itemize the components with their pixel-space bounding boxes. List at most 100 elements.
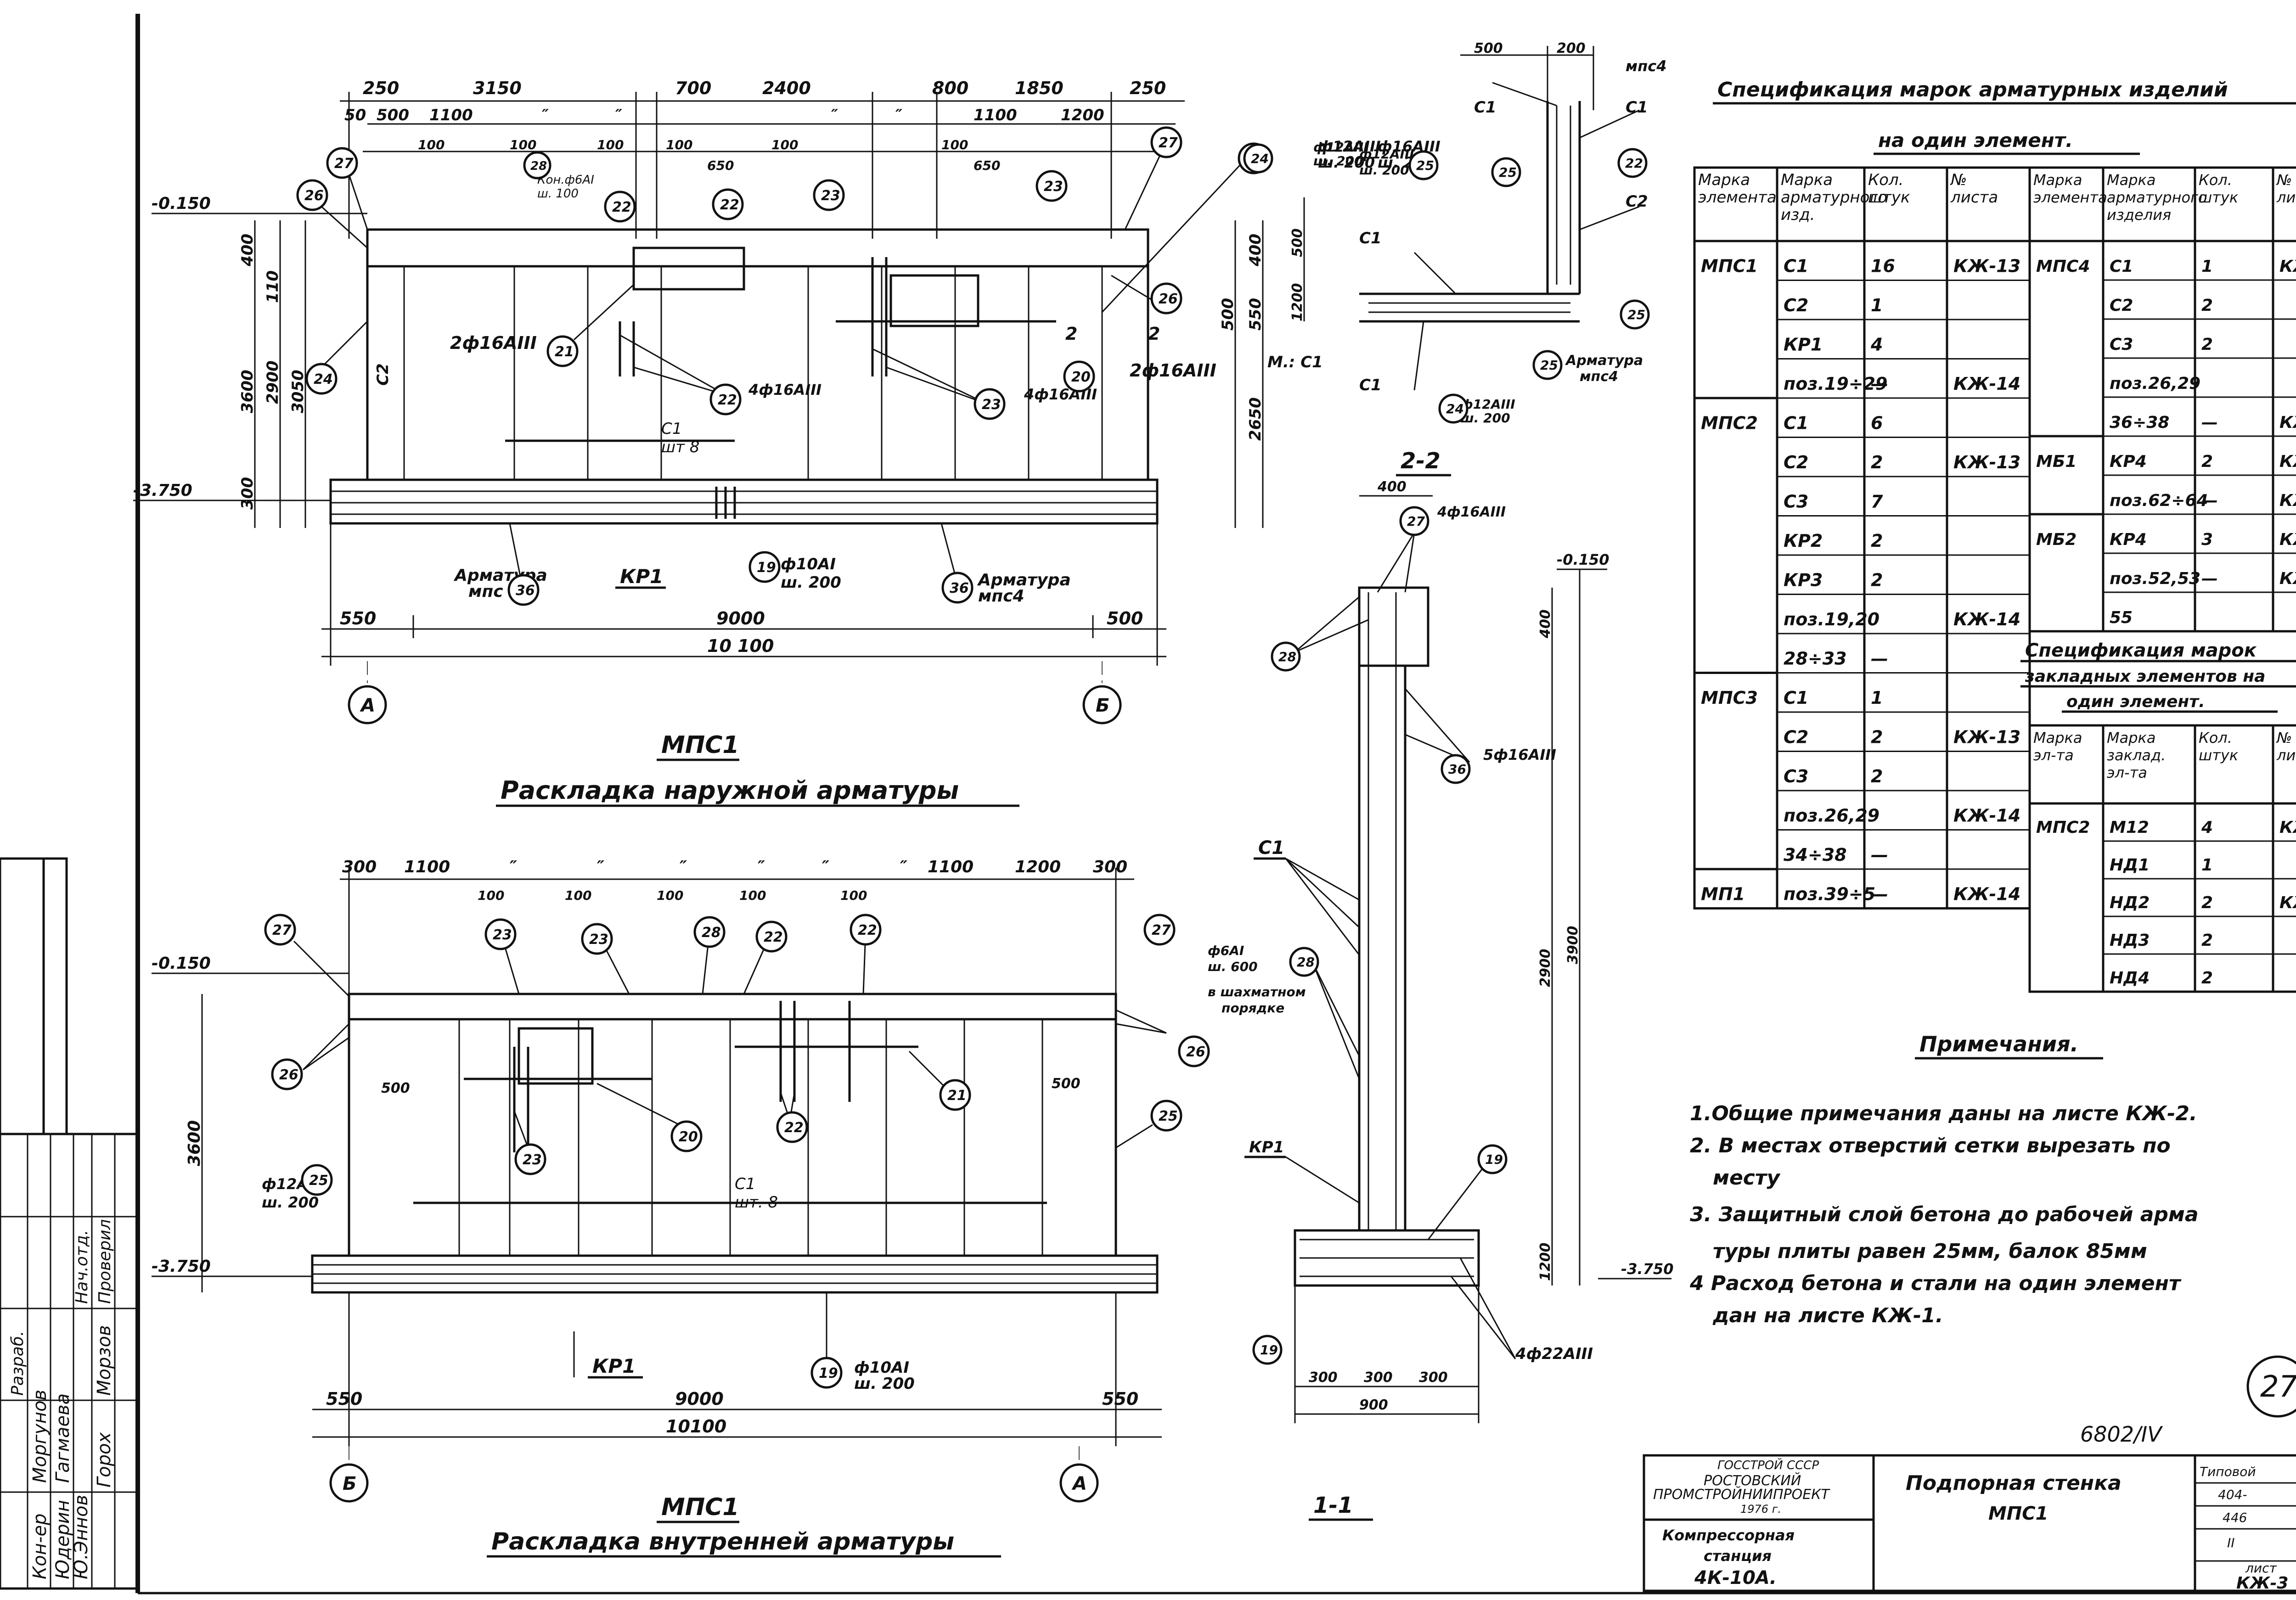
stamp-org4: 1976 г. (1740, 1503, 1781, 1516)
section-22-bar-a: ф6АI (1208, 943, 1244, 958)
dim-small-7: 100 (666, 137, 692, 152)
dim-small-5: 650 (974, 158, 1000, 173)
callout-26b: 26 (1159, 291, 1178, 307)
table-header-cell: листа (1950, 188, 1998, 207)
stamp-ref4: II (2227, 1535, 2235, 1550)
label-kr1: КР1 (620, 565, 663, 588)
mps4-bar-a: ф12АIII (1313, 140, 1368, 155)
table-cell: КЖ-14 (2279, 569, 2296, 588)
table-header-cell: Марка (2107, 729, 2155, 747)
table-cell: КЖ-14 (2279, 413, 2296, 432)
table-header-cell: листа (2276, 189, 2296, 206)
dim-second-0: 50 (344, 106, 366, 124)
section-callout-28b: 28 (1297, 954, 1315, 970)
callout-19: 19 (757, 560, 776, 576)
section-22-dim-middle: 2900 (1537, 949, 1553, 988)
table-cell: НД4 (2110, 969, 2150, 988)
dim-b-small-4: 100 (840, 888, 867, 903)
dim-small-6: 100 (941, 137, 968, 152)
table-cell: С2 (1784, 452, 1808, 472)
table-header-cell: элемента (2033, 189, 2107, 206)
table-cell: поз.19÷29 (1784, 374, 1887, 394)
table-cell: КЖ-13 (1953, 256, 2020, 276)
table-cell: 1 (2201, 856, 2213, 875)
view-outer-reinforcement: 250 3150 700 2400 800 1850 250 50 500 11… (133, 78, 1441, 807)
table-cell: КЖ-14 (1953, 806, 2020, 826)
table-cell: 7 (1871, 492, 1883, 512)
dim-left-2: 3600 (238, 370, 257, 413)
spec-embedded-title: Спецификация марок (2025, 640, 2257, 661)
table-cell: КЖ-13 (2279, 452, 2296, 471)
table-cell: М12 (2110, 818, 2149, 837)
mps4-bar-e: ф12АIII (1460, 397, 1515, 412)
mps4-dim-0: 500 (1474, 40, 1503, 56)
dim-right-3: 2650 (1246, 397, 1265, 441)
section-callout-28: 28 (1278, 649, 1296, 664)
stamp-name-1: Юдерин (52, 1500, 73, 1579)
stamp-title1: Подпорная стенка (1906, 1471, 2122, 1495)
callout-b-19: 19 (819, 1365, 838, 1381)
note-line-6: 4 Расход бетона и стали на один элемент (1689, 1272, 2182, 1295)
table-header-cell: изделия (2107, 206, 2171, 224)
table-cell: поз.19,20 (1784, 609, 1880, 629)
label-b-kr1: КР1 (592, 1355, 636, 1377)
dim-top-4: 800 (932, 78, 968, 98)
section-22-bar-b: ш. 600 (1208, 959, 1258, 974)
table-cell: КЖ-13 (2279, 257, 2296, 276)
dim-bottom-2: 500 (1107, 608, 1143, 629)
sheet-number: 27 (2260, 1370, 2296, 1404)
stamp-org1: ГОССТРОЙ СССР (1717, 1458, 1819, 1472)
section-22-dim-right-1: 3900 (1565, 926, 1581, 965)
table-header-cell: элемента (1698, 188, 1777, 207)
section-22-c1: С1 (1258, 837, 1284, 859)
table-cell: поз.52,53 (2110, 569, 2200, 588)
dim-small-0: 100 (418, 137, 445, 152)
axis-b-label: Б (1096, 695, 1110, 716)
inventory-number: 6802/IV (2080, 1422, 2163, 1447)
table-header-cell: Марка (2033, 729, 2082, 747)
stamp-ref2: 404- (2218, 1487, 2247, 1502)
section-11-title: 1-1 (1313, 1493, 1353, 1518)
dim-left-5: 300 (238, 477, 257, 510)
spec-embedded-title2: закладных элементов на (2025, 667, 2265, 686)
dim-small-1: 100 (510, 137, 536, 152)
table-header-cell: эл-та (2033, 747, 2074, 764)
table-header-cell: № (1950, 171, 1967, 189)
note-line-3: месту (1713, 1166, 1781, 1190)
table-cell: — (2201, 569, 2218, 588)
stamp-ref1: Типовой (2200, 1464, 2256, 1479)
mps4-bar-d: ш. 200 (1359, 163, 1409, 178)
callout-21: 21 (555, 344, 574, 360)
callout-20: 20 (1071, 369, 1091, 385)
table-cell: 2 (2201, 452, 2213, 471)
callouts-mps4: 24 25 25 22 25 25 24 (1243, 143, 1650, 424)
title-block: ГОССТРОЙ СССР РОСТОВСКИЙ ПРОМСТРОЙНИИПРО… (1643, 1454, 2296, 1593)
table-cell: КЖ-14 (1953, 374, 2020, 394)
table-cell: 36÷38 (2110, 413, 2169, 432)
sheet-frame (0, 14, 2296, 1594)
section-22-dim-b-2: 300 (1419, 1370, 1448, 1386)
table-cell: МП1 (1701, 884, 1745, 904)
table-cell: МПС2 (1701, 413, 1758, 433)
table-cell: С2 (1784, 295, 1808, 315)
section-callout-27: 27 (1407, 514, 1425, 529)
dim-second-1: 500 (377, 106, 409, 124)
mps4-c1-d: С1 (1359, 376, 1382, 394)
mps4-callout-24: 24 (1251, 151, 1269, 166)
level-bottom: -3.750 (133, 481, 192, 500)
table-cell: 2 (1871, 452, 1883, 472)
mps4-arm-b: мпс4 (1580, 369, 1618, 385)
dim-second-2: 1100 (429, 106, 473, 124)
dim-b-500-right: 500 (1052, 1076, 1080, 1092)
table-header-cell: штук (2199, 189, 2239, 206)
table-cell: КЖ-14 (2279, 491, 2296, 510)
dim-b-top-2: ″ (510, 858, 517, 876)
table-cell: — (2201, 413, 2218, 432)
callout-26: 26 (304, 188, 324, 204)
label-b-bar-19a: ф10АI (854, 1359, 909, 1377)
table-cell: 2 (1871, 766, 1883, 786)
spec-embedded: Спецификация марок закладных элементов н… (2020, 640, 2296, 993)
table-cell: НД2 (2110, 893, 2150, 912)
table-cell: МБ2 (2036, 530, 2077, 549)
